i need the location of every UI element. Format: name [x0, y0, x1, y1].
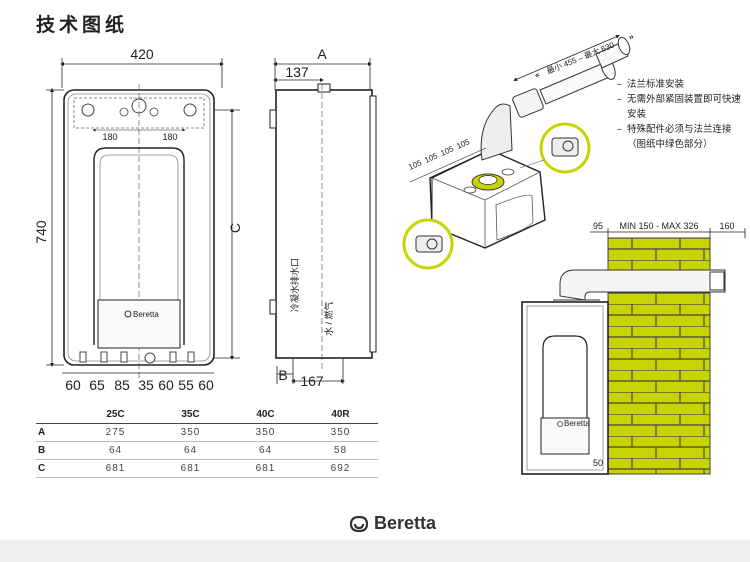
- svg-text:35: 35: [138, 377, 154, 393]
- top-spacing-right: 180: [162, 132, 177, 142]
- top-spacing-left: 180: [102, 132, 117, 142]
- svg-text:«: «: [533, 70, 541, 80]
- front-brand-logo: Beretta: [124, 310, 159, 319]
- wall-bottom-offset: 50: [593, 458, 603, 468]
- condensate-label: 冷凝水排水口: [289, 258, 300, 312]
- svg-text:»: »: [627, 32, 635, 42]
- wall-left-offset: 95: [593, 221, 603, 231]
- side-view: A 137 冷凝水排水口 水 / 燃气 B 167: [269, 46, 377, 389]
- svg-text:85: 85: [114, 377, 130, 393]
- note-item: 法兰标准安装: [617, 77, 741, 92]
- front-depth-label: C: [227, 223, 243, 233]
- note-item: 特殊配件必须与法兰连接（图纸中绿色部分）: [617, 122, 741, 152]
- svg-text:60: 60: [158, 377, 174, 393]
- side-bottom-value: 167: [300, 373, 324, 389]
- side-bottom-label: B: [278, 367, 287, 383]
- svg-text:55: 55: [178, 377, 194, 393]
- front-bottom-spacing: 60 65 85 35 60 55 60: [65, 377, 214, 393]
- wall-brand-label: Beretta: [564, 419, 590, 428]
- svg-text:60: 60: [65, 377, 81, 393]
- footer-band: [0, 540, 750, 562]
- front-height-label: 740: [33, 220, 49, 244]
- water-gas-label: 水 / 燃气: [323, 301, 334, 336]
- flue-spacing-0: 105: [407, 158, 423, 172]
- logo-text: Beretta: [374, 513, 437, 533]
- wall-installation-view: 95 MIN 150 - MAX 326 160 Beretta 50: [521, 221, 746, 475]
- table-row: B 64 64 64 58: [36, 441, 378, 460]
- flue-spacing-1: 105: [423, 151, 439, 165]
- front-brand-label: Beretta: [133, 310, 159, 319]
- technical-drawing: 420 740 C 180 180 Beretta: [33, 32, 746, 475]
- table-row: C 681 681 681 692: [36, 459, 378, 478]
- table-row: A 275 350 350 350: [36, 423, 378, 442]
- beretta-logo: Beretta: [348, 513, 436, 534]
- side-top-label: A: [317, 46, 327, 62]
- front-view: 420 740 C 180 180 Beretta: [33, 46, 243, 380]
- front-width-label: 420: [130, 46, 154, 62]
- flue-isometric-view: « 最小 455 – 最大 630 » 105 105 105 105: [402, 32, 635, 270]
- side-top-value: 137: [285, 64, 309, 80]
- note-item: 无需外部紧固装置即可快速安装: [617, 92, 741, 122]
- installation-notes: 法兰标准安装 无需外部紧固装置即可快速安装 特殊配件必须与法兰连接（图纸中绿色部…: [617, 77, 741, 152]
- page-title: 技术图纸: [36, 14, 129, 36]
- flue-spacing-2: 105: [439, 144, 455, 158]
- svg-text:65: 65: [89, 377, 105, 393]
- beretta-logo-icon: [349, 515, 369, 532]
- wall-range-label: MIN 150 - MAX 326: [619, 221, 698, 231]
- svg-text:60: 60: [198, 377, 214, 393]
- wall-right-offset: 160: [719, 221, 734, 231]
- dimensions-table: 25C 35C 40C 40R A 275 350 350 350 B 64 6…: [36, 406, 378, 478]
- flue-spacing-3: 105: [455, 137, 471, 151]
- table-header-row: 25C 35C 40C 40R: [36, 406, 378, 424]
